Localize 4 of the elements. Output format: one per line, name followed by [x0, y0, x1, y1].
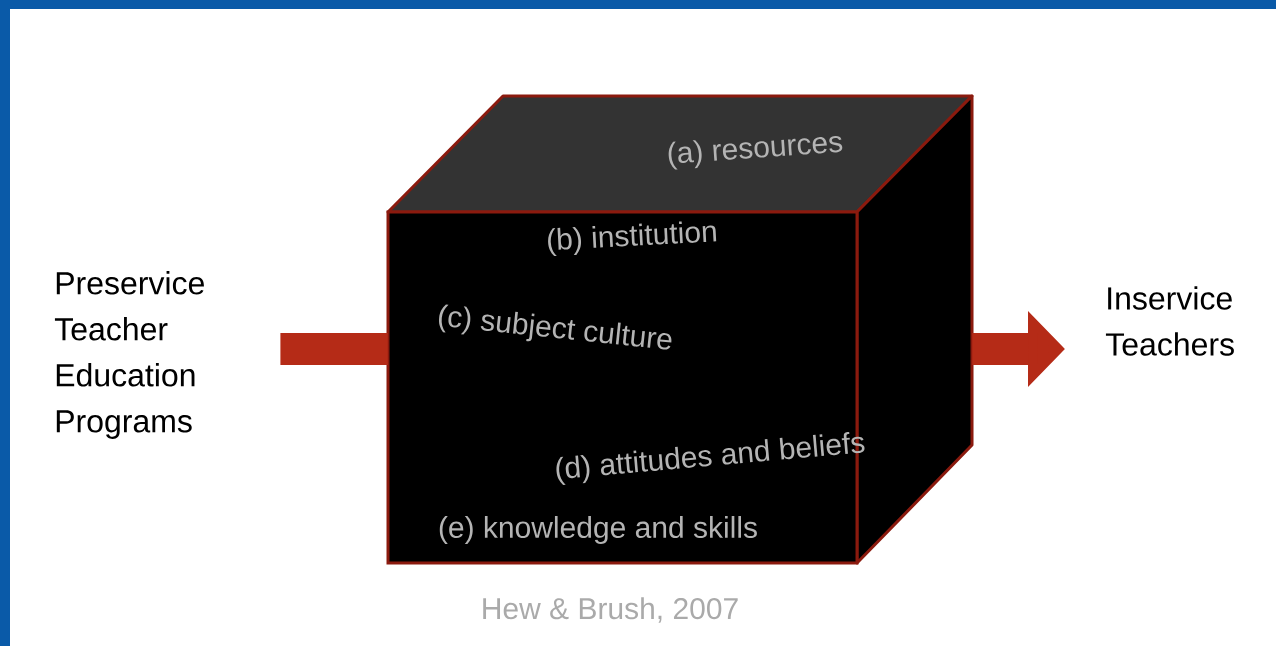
side-label: Preservice Teacher Education Programs	[54, 271, 204, 439]
citation: Hew & Brush, 2007	[483, 597, 738, 623]
factor-label: (a) resources	[668, 136, 843, 170]
side-label: Inservice Teachers	[1105, 286, 1234, 356]
